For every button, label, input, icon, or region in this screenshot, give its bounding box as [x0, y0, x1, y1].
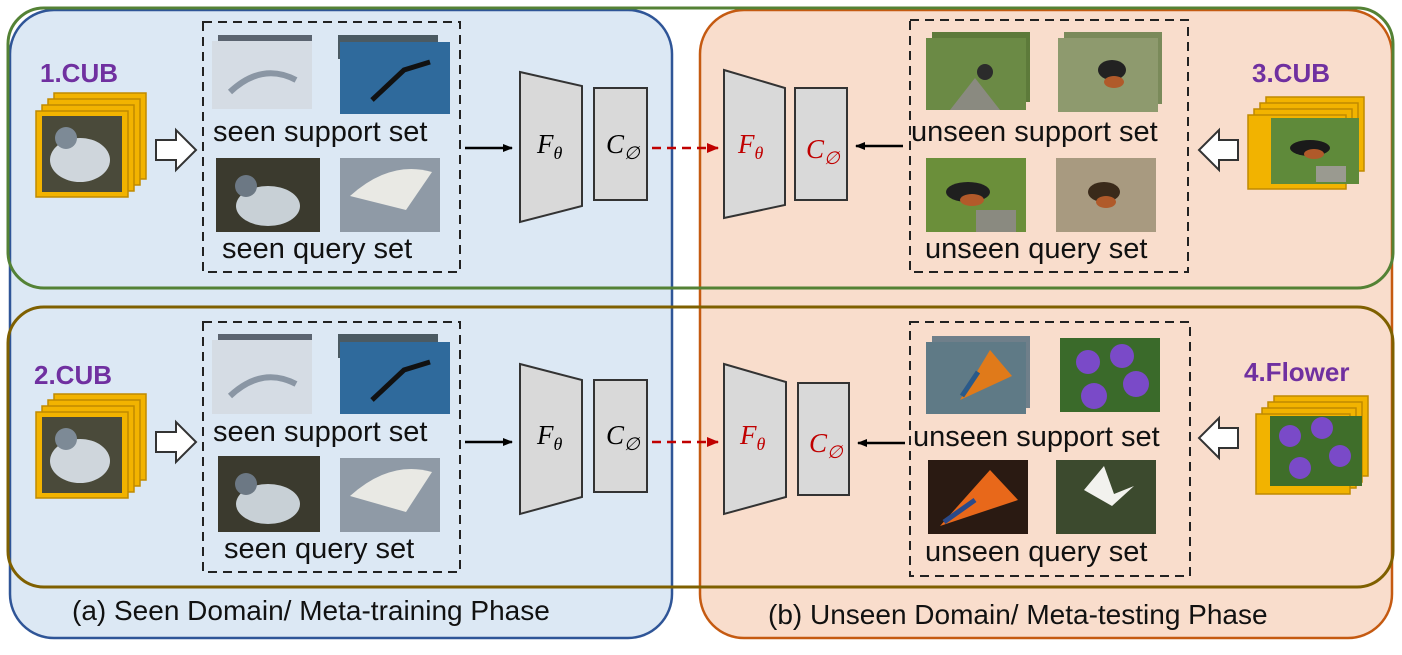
row1-unseen-support-label: unseen support set [911, 116, 1158, 148]
row2-seen-classifier-block [593, 379, 648, 493]
row1-seen-support-images [212, 35, 450, 114]
row2-unseen-support-label: unseen support set [913, 421, 1160, 453]
row2-input-hollow-arrow [155, 419, 198, 465]
row2-seen-encoder-symbol: Fθ [536, 420, 563, 454]
unseen-phase-caption: (b) Unseen Domain/ Meta-testing Phase [768, 599, 1268, 630]
row2-unseen-image-stack [1255, 395, 1369, 495]
row1-unseen-encoder-block [723, 68, 786, 220]
row1-seen-encoder-block [519, 70, 583, 224]
row2-unseen-classifier-block [797, 382, 850, 496]
row1-unseen-encoder-symbol: Fθ [737, 129, 764, 163]
row1-seen-query-images [216, 158, 440, 232]
row1-unseen-query-images [926, 158, 1156, 232]
row1-unseen-support-images [926, 32, 1162, 112]
row2-seen-support-label: seen support set [213, 416, 427, 448]
row1-seen-encoder-symbol: Fθ [536, 129, 563, 163]
row2-seen-query-label: seen query set [224, 533, 414, 565]
row1-seen-classifier-block [593, 87, 648, 201]
row2-unseen-query-images [928, 460, 1156, 534]
row2-unseen-support-images [926, 336, 1160, 414]
row1-unseen-classifier-symbol: C∅ [806, 134, 841, 168]
row2-unseen-query-label: unseen query set [925, 536, 1147, 568]
row2-unseen-encoder-symbol: Fθ [739, 420, 766, 454]
row1-seen-domain-label: 1.CUB [40, 58, 118, 88]
row2-unseen-domain-label: 4.Flower [1244, 357, 1349, 387]
row1-seen-support-label: seen support set [213, 116, 427, 148]
row1-seen-classifier-symbol: C∅ [606, 129, 641, 163]
row1-seen-set-box [202, 21, 461, 273]
row1-unseen-image-stack [1247, 96, 1365, 190]
row2-seen-domain-label: 2.CUB [34, 360, 112, 390]
row2-seen-image-stack [35, 393, 147, 499]
row2-unseen-classifier-symbol: C∅ [809, 428, 844, 462]
row1-unseen-input-hollow-arrow [1197, 127, 1239, 173]
row1-unseen-classifier-block [794, 87, 848, 201]
row2-seen-query-images [218, 456, 440, 532]
row1-seen-query-label: seen query set [222, 233, 412, 265]
row1-unseen-query-label: unseen query set [925, 233, 1147, 265]
row1-input-hollow-arrow [155, 127, 198, 173]
row2-seen-encoder-block [519, 362, 583, 516]
row1-task-outline [6, 6, 1395, 290]
row2-seen-support-images [212, 334, 450, 414]
row2-unseen-encoder-block [723, 362, 787, 516]
row2-unseen-input-hollow-arrow [1197, 415, 1239, 461]
row2-task-outline [6, 305, 1395, 589]
row2-seen-classifier-symbol: C∅ [606, 420, 641, 454]
row2-seen-set-box [202, 321, 461, 573]
row1-unseen-set-box [909, 19, 1189, 273]
row1-unseen-domain-label: 3.CUB [1252, 58, 1330, 88]
row2-unseen-set-box [909, 321, 1191, 577]
row1-seen-image-stack [35, 92, 147, 198]
seen-phase-caption: (a) Seen Domain/ Meta-training Phase [72, 595, 550, 626]
